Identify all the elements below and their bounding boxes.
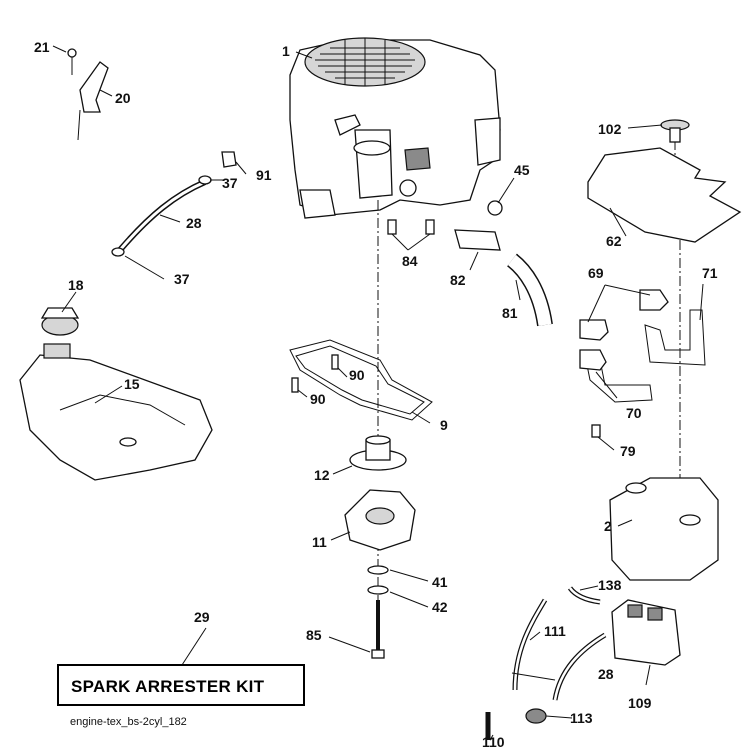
callout-20: 20	[115, 90, 131, 106]
callout-91: 91	[256, 167, 272, 183]
callout-18: 18	[68, 277, 84, 293]
callout-12: 12	[314, 467, 330, 483]
callout-85: 85	[306, 627, 322, 643]
callout-138: 138	[598, 577, 622, 593]
callout-109: 109	[628, 695, 652, 711]
clutch-part[interactable]	[344, 489, 416, 551]
callout-28-fuel-line: 28	[186, 215, 202, 231]
spark-arrester-kit-box: SPARK ARRESTER KIT	[57, 664, 305, 706]
callout-79: 79	[620, 443, 636, 459]
callout-111: 111	[544, 623, 566, 639]
exhaust-pipe-part[interactable]	[579, 289, 706, 438]
spark-arrester-kit-label: SPARK ARRESTER KIT	[71, 677, 265, 696]
callout-81: 81	[502, 305, 518, 321]
callout-113: 113	[570, 710, 593, 726]
callout-9: 9	[440, 417, 448, 433]
diagram-caption: engine-tex_bs-2cyl_182	[70, 716, 187, 728]
callout-29: 29	[194, 609, 210, 625]
callout-21: 21	[34, 39, 50, 55]
mounting-bolts-part[interactable]	[387, 219, 435, 235]
filter-part[interactable]	[611, 599, 681, 666]
heat-shield-part[interactable]	[587, 119, 742, 243]
fuel-tank-part[interactable]	[19, 343, 213, 481]
callout-28-hose: 28	[598, 666, 614, 682]
callout-90-upper: 90	[349, 367, 365, 383]
callout-37-upper: 37	[222, 175, 238, 191]
callout-110: 110	[482, 734, 505, 747]
callout-71: 71	[702, 265, 718, 281]
pulley-part[interactable]	[349, 435, 407, 471]
callout-42: 42	[432, 599, 448, 615]
callout-90-lower: 90	[310, 391, 326, 407]
bolt-part[interactable]	[371, 600, 385, 659]
callout-15: 15	[124, 376, 140, 392]
fuel-line-part[interactable]	[111, 151, 237, 257]
mounting-bracket-part[interactable]	[289, 339, 433, 421]
callout-45: 45	[514, 162, 530, 178]
callout-62: 62	[606, 233, 622, 249]
callout-102: 102	[598, 121, 622, 137]
hose-part[interactable]	[512, 586, 607, 701]
throttle-bracket-part[interactable]	[67, 48, 109, 141]
callout-1: 1	[282, 43, 290, 59]
callout-2: 2	[604, 518, 612, 534]
callout-69: 69	[588, 265, 604, 281]
fitting-part[interactable]	[485, 708, 547, 740]
callout-70: 70	[626, 405, 642, 421]
oil-drain-part[interactable]	[454, 200, 553, 327]
washer-part[interactable]	[367, 565, 389, 595]
muffler-part[interactable]	[609, 477, 719, 581]
callout-82: 82	[450, 272, 466, 288]
callout-11: 11	[312, 534, 327, 550]
fuel-cap-part[interactable]	[40, 307, 80, 336]
callout-41: 41	[432, 574, 448, 590]
engine-part[interactable]	[289, 37, 501, 219]
callout-37-lower: 37	[174, 271, 190, 287]
callout-84: 84	[402, 253, 418, 269]
